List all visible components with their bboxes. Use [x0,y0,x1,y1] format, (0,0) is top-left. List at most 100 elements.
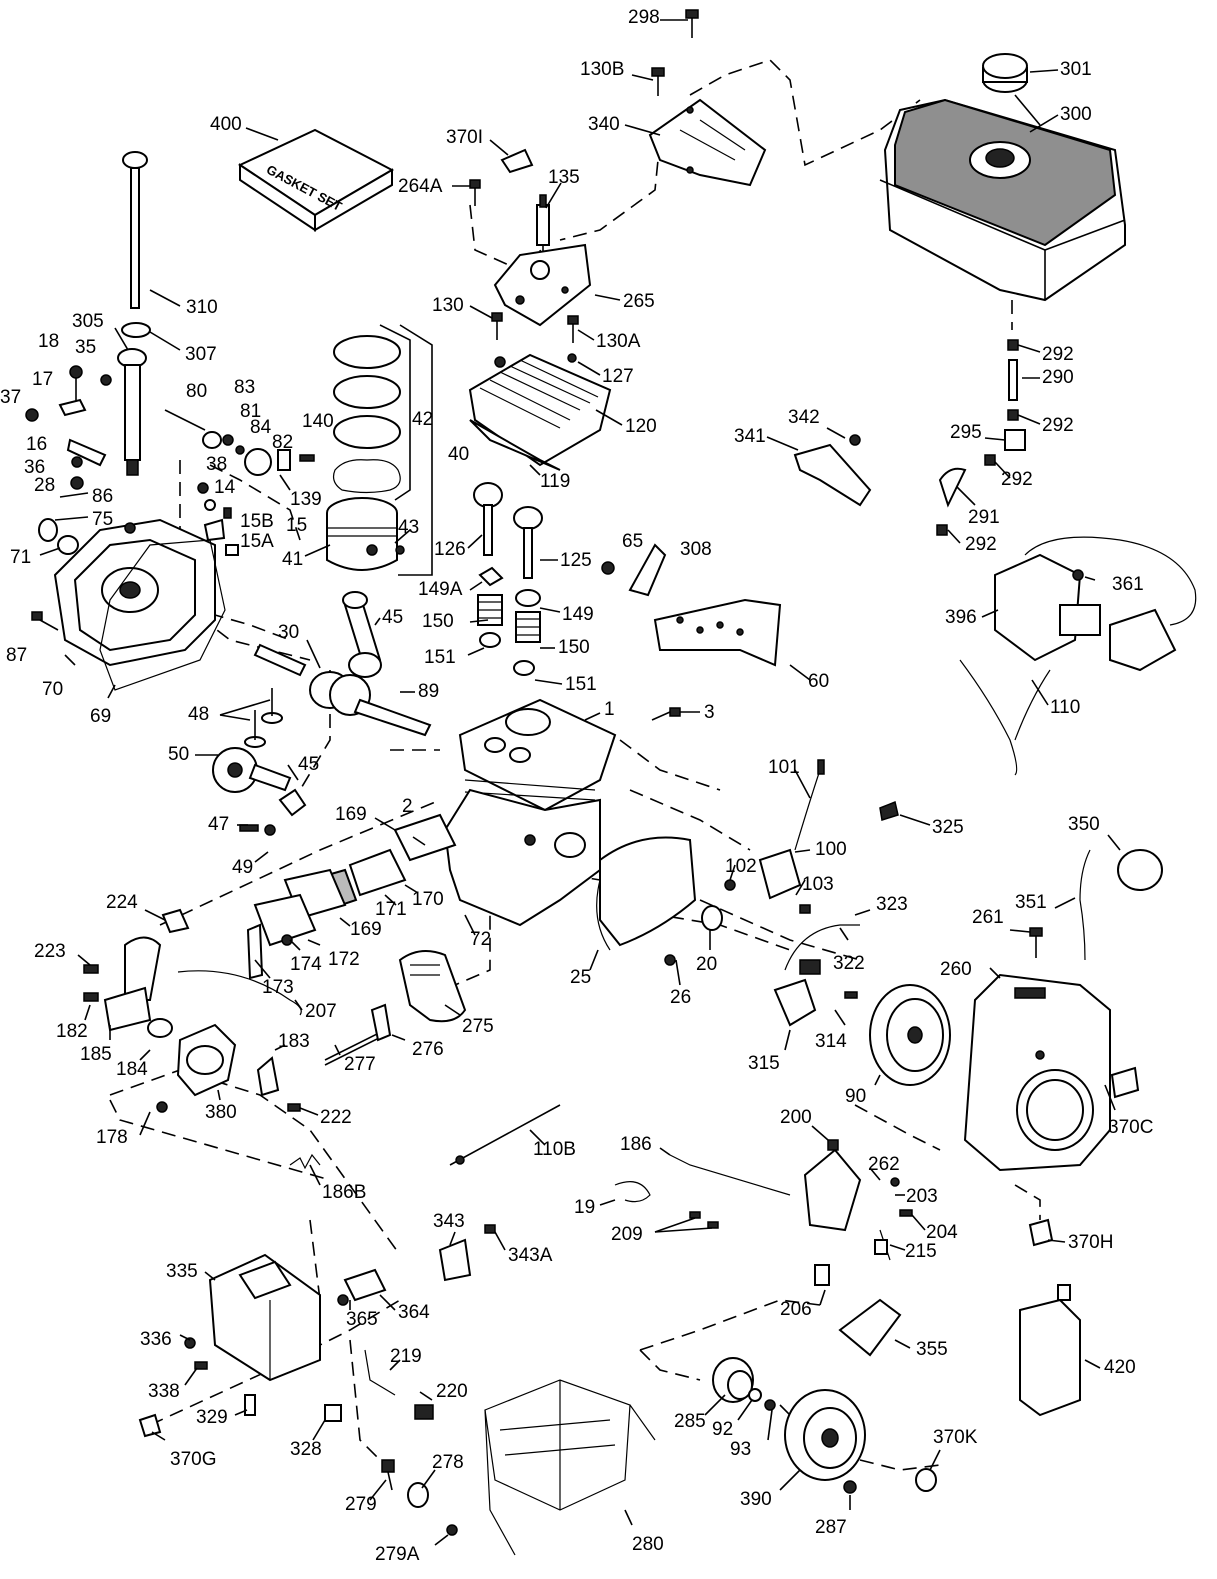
label-130: 130 [432,295,464,316]
label-219: 219 [390,1346,422,1367]
label-370h: 370H [1068,1232,1114,1253]
label-17: 17 [32,369,54,390]
decal-370h [1028,1218,1054,1247]
label-203: 203 [906,1186,938,1207]
screws-209 [689,1211,719,1229]
label-3: 3 [704,702,715,723]
label-178: 178 [96,1127,128,1148]
label-100: 100 [815,839,847,860]
label-45-b: 45 [298,754,320,775]
ignition-module-100 [724,759,825,914]
muffler-guard-280 [484,1379,656,1556]
label-86: 86 [92,486,114,507]
label-328: 328 [290,1439,322,1460]
label-200: 200 [780,1107,812,1128]
leader-lines [39,19,1121,1546]
label-35: 35 [75,337,97,358]
label-47: 47 [208,814,230,835]
decal-370i [500,148,534,174]
gasket-set-400 [237,128,395,232]
label-307: 307 [185,344,217,365]
label-370k: 370K [933,1427,978,1448]
label-130a: 130A [596,331,641,352]
label-101: 101 [768,757,800,778]
bushing-20 [701,905,723,931]
bolts-130-130a [491,312,579,343]
bolt-298 [685,9,699,38]
label-355: 355 [916,1339,948,1360]
handle-355 [838,1298,902,1357]
clip-325 [879,800,899,821]
label-310: 310 [186,297,218,318]
label-139: 139 [290,489,322,510]
label-336: 336 [140,1329,172,1350]
decal-370g [138,1413,162,1438]
fuel-cap-301 [982,53,1028,93]
blower-housing-260 [963,973,1111,1172]
label-87: 87 [6,645,28,666]
parts-45-47-49 [239,788,307,836]
bolt-130b [651,67,665,96]
label-207: 207 [305,1001,337,1022]
label-351: 351 [1015,892,1047,913]
parts-364-365 [337,1268,387,1306]
label-82: 82 [272,432,294,453]
label-126: 126 [434,539,466,560]
label-172: 172 [328,949,360,970]
label-130b: 130B [580,59,625,80]
link-186 [614,1154,791,1203]
label-60: 60 [808,671,830,692]
label-265: 265 [623,291,655,312]
label-290: 290 [1042,367,1074,388]
label-42: 42 [412,409,434,430]
label-90: 90 [845,1086,867,1107]
label-364: 364 [398,1302,430,1323]
part-329 [244,1394,256,1416]
label-292-b: 292 [1042,415,1074,436]
bolts-178-222 [156,1101,301,1113]
label-81: 81 [240,401,262,422]
label-89: 89 [418,681,440,702]
label-151-a: 151 [424,647,456,668]
label-184: 184 [116,1059,148,1080]
lifters-48 [244,688,283,748]
carb-adapter-185 [83,908,190,1032]
label-80: 80 [186,381,208,402]
electric-starter-396 [994,536,1197,672]
label-329: 329 [196,1407,228,1428]
label-48: 48 [188,704,210,725]
control-box-335 [208,1253,321,1382]
label-209: 209 [611,1224,643,1245]
cylinder-block-1 [443,698,617,927]
label-223: 223 [34,941,66,962]
governor-gear-cluster [164,409,315,476]
label-15a: 15A [240,531,274,552]
spark-plug-135 [536,194,550,255]
decal-370c [1110,1066,1140,1099]
spring-186b [289,1153,321,1170]
label-300: 300 [1060,104,1092,125]
label-350: 350 [1068,814,1100,835]
shield-265 [493,243,592,327]
label-20: 20 [696,954,718,975]
label-314: 314 [815,1031,847,1052]
label-315: 315 [748,1053,780,1074]
wire-110 [959,659,1051,776]
label-50: 50 [168,744,190,765]
o-ring-307 [121,322,151,338]
valve-springs [477,566,541,676]
label-41: 41 [282,549,304,570]
label-120: 120 [625,416,657,437]
label-275: 275 [462,1016,494,1037]
fuel-line-parts [936,339,1026,536]
ground-wire-322 [784,924,860,975]
label-370g: 370G [170,1449,217,1470]
label-14: 14 [214,477,236,498]
governor-parts-left [25,365,112,490]
label-343: 343 [433,1211,465,1232]
label-215: 215 [905,1241,937,1262]
label-49: 49 [232,857,254,878]
label-396: 396 [945,607,977,628]
label-72: 72 [470,929,492,950]
label-264a: 264A [398,176,443,197]
